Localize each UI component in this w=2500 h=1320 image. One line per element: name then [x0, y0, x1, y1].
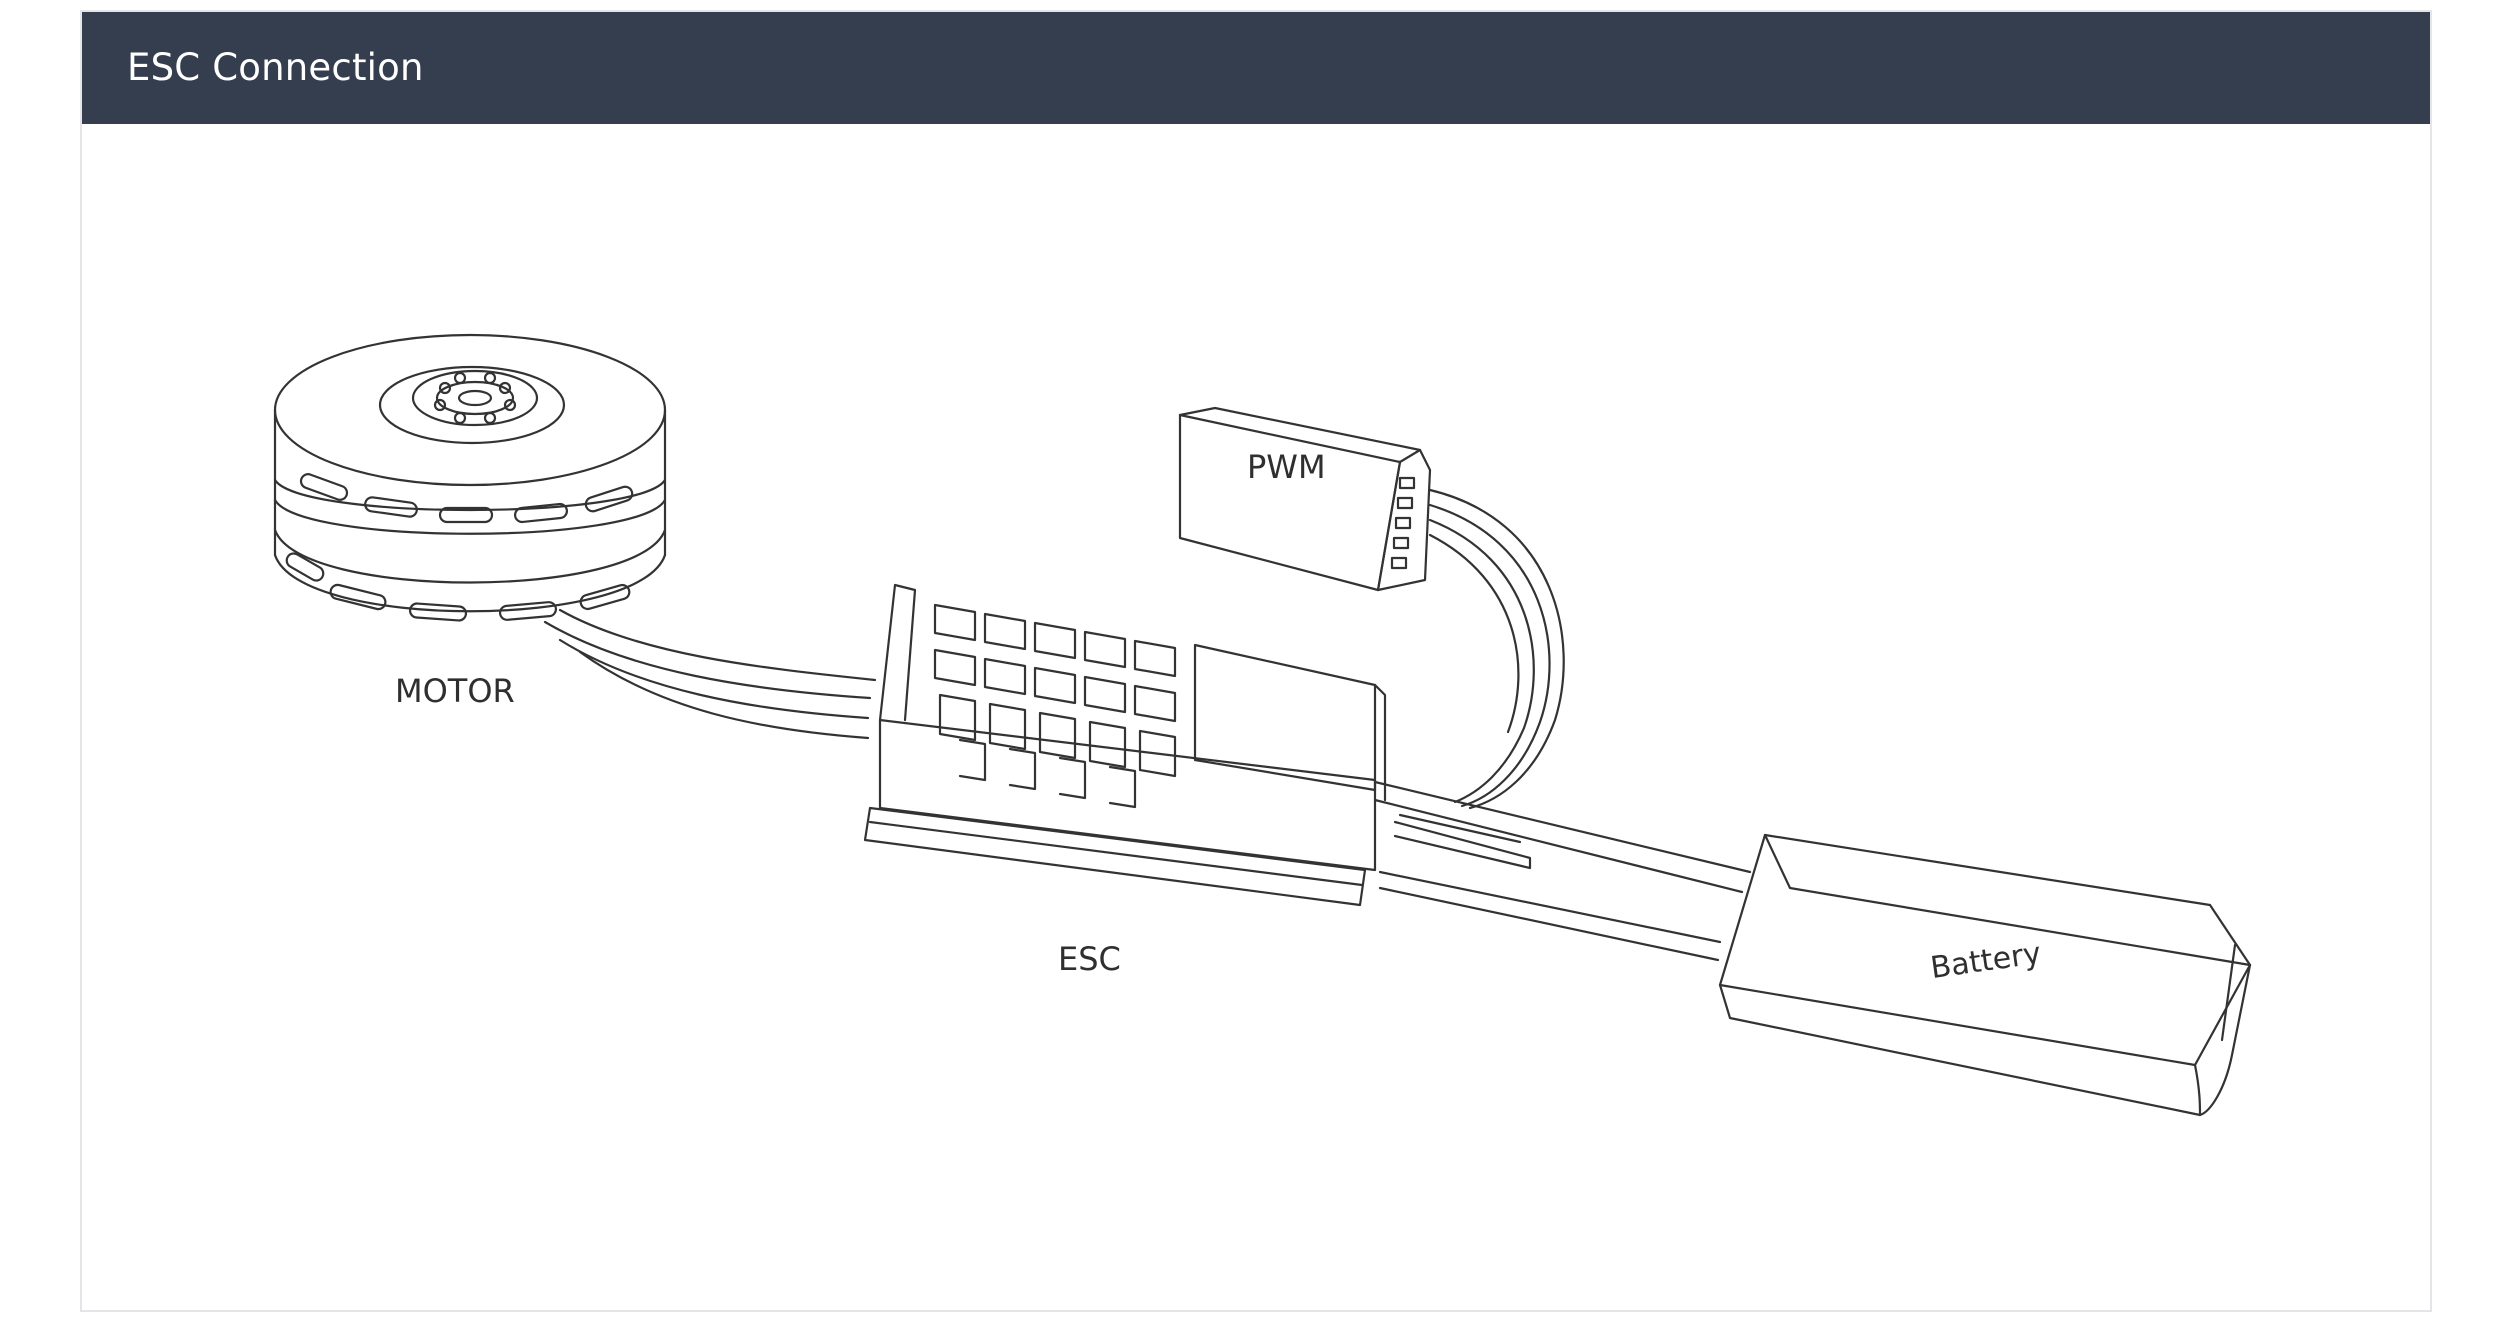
- esc-heatsink: [933, 603, 1177, 809]
- battery: [1718, 833, 2252, 1117]
- pwm-pins: [1390, 476, 1416, 570]
- battery-label: Battery: [1928, 936, 2043, 986]
- esc-connection-panel: ESC Connection: [80, 10, 2432, 1312]
- panel-title: ESC Connection: [127, 46, 424, 89]
- battery-cable: [1373, 780, 1752, 962]
- pwm-connector: [1178, 406, 1432, 592]
- panel-header: ESC Connection: [82, 12, 2430, 124]
- esc-module: [863, 583, 1387, 907]
- esc-label: ESC: [1058, 940, 1121, 978]
- signal-cable: [1428, 488, 1565, 810]
- motor-label: MOTOR: [395, 672, 515, 710]
- pwm-label: PWM: [1247, 448, 1326, 486]
- motor-cable: [543, 608, 877, 740]
- motor: [273, 333, 667, 622]
